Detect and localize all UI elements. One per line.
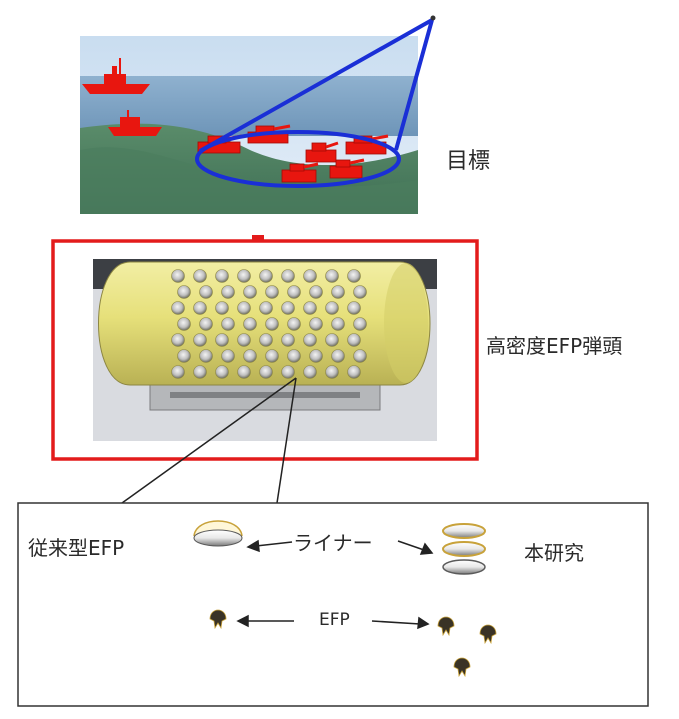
warhead-photo bbox=[93, 259, 437, 441]
liner-hole bbox=[281, 333, 295, 347]
ship-1 bbox=[82, 58, 150, 94]
liner-hole bbox=[353, 317, 367, 331]
liner-hole bbox=[265, 285, 279, 299]
liner-hole bbox=[171, 365, 185, 379]
liner-hole bbox=[309, 285, 323, 299]
detail-box bbox=[17, 502, 649, 707]
liner-hole bbox=[265, 317, 279, 331]
tank-6 bbox=[329, 158, 365, 179]
this-research-label: 本研究 bbox=[524, 541, 584, 565]
liner-hole bbox=[353, 285, 367, 299]
liner-hole bbox=[347, 269, 361, 283]
liner-hole bbox=[259, 269, 273, 283]
liner-hole bbox=[259, 365, 273, 379]
efp-projectile-icon bbox=[453, 657, 471, 678]
liner-hole bbox=[325, 365, 339, 379]
stacked-liners-icon bbox=[442, 523, 486, 575]
targeting-beam bbox=[195, 18, 434, 188]
sensor-dot bbox=[430, 15, 436, 21]
liner-hole bbox=[303, 333, 317, 347]
liner-hole bbox=[193, 269, 207, 283]
liner-hole bbox=[243, 349, 257, 363]
liner-hole bbox=[171, 333, 185, 347]
liner-hole bbox=[331, 317, 345, 331]
liner-hole bbox=[171, 301, 185, 315]
liner-hole bbox=[221, 349, 235, 363]
efp-projectile-icon bbox=[209, 609, 227, 630]
liner-hole bbox=[237, 365, 251, 379]
conventional-efp-label: 従来型EFP bbox=[28, 536, 125, 560]
efp-label: EFP bbox=[319, 610, 350, 630]
liner-hole bbox=[171, 269, 185, 283]
liner-hole bbox=[177, 349, 191, 363]
liner-hole bbox=[215, 269, 229, 283]
liner-hole bbox=[303, 301, 317, 315]
tank-5 bbox=[281, 162, 319, 183]
liner-hole bbox=[237, 269, 251, 283]
warhead-red-frame bbox=[51, 239, 479, 461]
liner-hole bbox=[237, 301, 251, 315]
target-scene-image bbox=[80, 36, 418, 214]
liner-hole bbox=[177, 285, 191, 299]
ship-2 bbox=[108, 110, 162, 136]
liner-label: ライナー bbox=[293, 531, 373, 555]
liner-arrow-right bbox=[397, 540, 434, 555]
liner-arrow-left bbox=[246, 539, 293, 553]
liner-hole bbox=[303, 269, 317, 283]
liner-hole bbox=[215, 333, 229, 347]
liner-hole bbox=[221, 285, 235, 299]
liner-hole bbox=[281, 301, 295, 315]
target-label: 目標 bbox=[446, 149, 491, 174]
liner-hole bbox=[309, 349, 323, 363]
warhead-label: 高密度EFP弾頭 bbox=[486, 334, 623, 358]
liner-hole bbox=[259, 301, 273, 315]
liner-hole bbox=[287, 317, 301, 331]
liner-hole bbox=[347, 333, 361, 347]
liner-hole bbox=[281, 365, 295, 379]
liner-hole-array bbox=[171, 269, 367, 379]
liner-hole bbox=[347, 301, 361, 315]
liner-hole bbox=[287, 285, 301, 299]
liner-hole bbox=[199, 349, 213, 363]
liner-hole bbox=[177, 317, 191, 331]
liner-hole bbox=[193, 301, 207, 315]
liner-hole bbox=[287, 349, 301, 363]
liner-hole bbox=[221, 317, 235, 331]
liner-hole bbox=[303, 365, 317, 379]
liner-hole bbox=[199, 285, 213, 299]
liner-hole bbox=[199, 317, 213, 331]
liner-hole bbox=[193, 365, 207, 379]
liner-hole bbox=[347, 365, 361, 379]
liner-hole bbox=[259, 333, 273, 347]
liner-hole bbox=[325, 333, 339, 347]
conventional-liner-icon bbox=[193, 520, 243, 547]
efp-projectile-icon bbox=[437, 616, 455, 637]
liner-hole bbox=[193, 333, 207, 347]
efp-arrow-left bbox=[236, 614, 294, 628]
liner-hole bbox=[309, 317, 323, 331]
liner-hole bbox=[237, 333, 251, 347]
liner-hole bbox=[331, 285, 345, 299]
efp-projectile-icon bbox=[479, 624, 497, 645]
liner-hole bbox=[325, 269, 339, 283]
liner-hole bbox=[331, 349, 345, 363]
red-frame-notch bbox=[252, 235, 264, 241]
liner-hole bbox=[215, 365, 229, 379]
efp-projectiles bbox=[209, 609, 497, 678]
liner-hole bbox=[215, 301, 229, 315]
liner-hole bbox=[325, 301, 339, 315]
zoom-connector bbox=[121, 377, 297, 504]
liner-hole bbox=[243, 285, 257, 299]
liner-hole bbox=[353, 349, 367, 363]
liner-hole bbox=[243, 317, 257, 331]
tank-3 bbox=[305, 141, 339, 163]
efp-arrow-right bbox=[371, 616, 430, 630]
liner-hole bbox=[265, 349, 279, 363]
liner-hole bbox=[281, 269, 295, 283]
